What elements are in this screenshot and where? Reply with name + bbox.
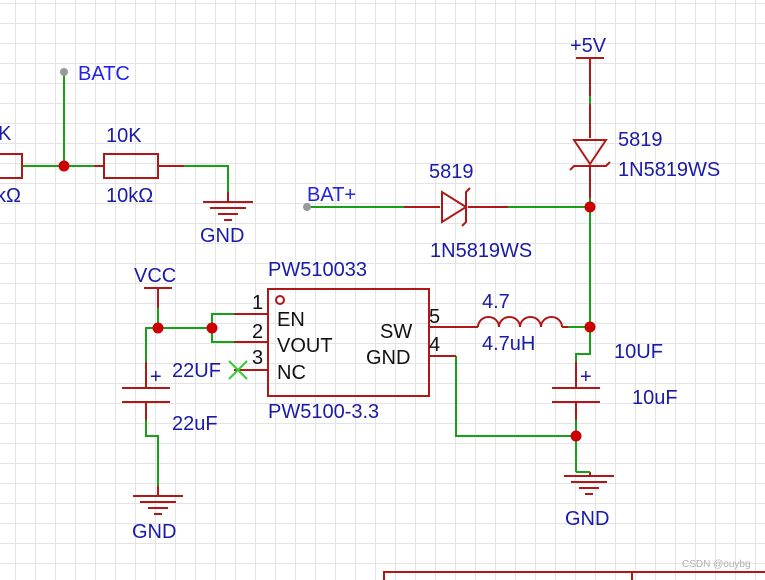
capacitor-22uf: + 22UF 22uF: [122, 360, 221, 435]
cap-left-value: 22uF: [172, 413, 218, 435]
diode-top-value: 1N5819WS: [618, 159, 720, 181]
ic-left-pins: [234, 313, 268, 371]
gnd-label-left: GND: [132, 521, 176, 543]
ic-pin-en-name: EN: [277, 309, 305, 331]
no-connect-marker: [228, 360, 248, 380]
gnd-symbol-right: GND: [564, 471, 614, 530]
resistor-designator: 10K: [106, 125, 142, 147]
inductor-designator: 4.7: [482, 291, 510, 313]
inductor-coils: [477, 316, 563, 328]
wire-cap-right-top: [575, 327, 591, 362]
power-5v-bar: [576, 57, 604, 96]
inductor-value: 4.7uH: [482, 333, 535, 355]
partial-box-edge: [383, 571, 765, 580]
ic-pin-4-number: 4: [429, 334, 440, 356]
watermark: CSDN @ouybg: [682, 559, 751, 570]
net-label-5v: +5V: [570, 35, 607, 57]
ic-pin-1-number: 1: [252, 292, 263, 314]
net-label-bat-plus: BAT+: [307, 184, 356, 206]
resistor-left-body: [0, 153, 23, 179]
resistor-value: 10kΩ: [106, 185, 153, 207]
junction-vcc: [152, 322, 164, 334]
ic-pin-3-number: 3: [252, 347, 263, 369]
ic-right-pins: [429, 326, 468, 357]
gnd-symbol-left: GND: [132, 486, 183, 543]
wire-r-gnd: [184, 165, 229, 192]
gnd-bars: [133, 495, 183, 515]
wire-cap-left-bottom: [145, 420, 159, 486]
inductor: 4.7 4.7uH: [468, 291, 568, 355]
partial-component-bottom: [383, 571, 765, 580]
wire-ic-gnd: [455, 356, 576, 437]
net-label-vcc: VCC: [134, 265, 176, 287]
resistor-left-value: kΩ: [0, 185, 21, 207]
wires: [22, 72, 591, 486]
junctions: [58, 160, 596, 442]
power-vcc-bar: [144, 287, 172, 308]
cap-right-polarity: +: [580, 366, 592, 388]
diode-top-designator: 5819: [618, 129, 663, 151]
diode-mid-value: 1N5819WS: [430, 240, 532, 262]
ic-pin-nc-name: NC: [277, 362, 306, 384]
ic-pin-vout-name: VOUT: [277, 335, 333, 357]
net-batplus-group: BAT+: [303, 184, 356, 211]
resistor-left-designator: K: [0, 123, 12, 145]
diode-mid: 5819 1N5819WS: [404, 161, 532, 262]
ic-pw5100: PW510033 PW5100-3.3 1 EN 2 VOUT 3 NC 5 S…: [234, 259, 468, 423]
ic-part: PW5100-3.3: [268, 401, 379, 423]
power-vcc: VCC: [134, 265, 176, 308]
capacitor-10uf: + 10UF 10uF: [552, 341, 678, 420]
diode-top: 5819 1N5819WS: [569, 104, 720, 198]
power-5v: +5V: [570, 35, 607, 96]
ic-designator: PW510033: [268, 259, 367, 281]
cap-left-designator: 22UF: [172, 360, 221, 382]
junction-en-vout: [206, 322, 218, 334]
diode-mid-cathode: [461, 187, 471, 227]
cap-right-value: 10uF: [632, 387, 678, 409]
gnd-bars: [564, 475, 614, 495]
net-label-batc: BATC: [78, 63, 130, 85]
resistor-left: K kΩ: [0, 123, 23, 207]
gnd-bars: [203, 201, 253, 221]
no-connect-x: [228, 360, 248, 380]
gnd-symbol-r: GND: [200, 192, 253, 247]
gnd-label-r: GND: [200, 225, 244, 247]
net-batc-point: [60, 68, 68, 76]
gnd-label-right: GND: [565, 508, 609, 530]
ic-pin-5-number: 5: [429, 306, 440, 328]
cap-right-plates: [552, 387, 600, 403]
diode-mid-triangle: [441, 190, 468, 224]
cap-right-designator: 10UF: [614, 341, 663, 363]
ic-pin-sw-name: SW: [380, 321, 412, 343]
cap-left-polarity: +: [150, 366, 162, 388]
ic-pin-2-number: 2: [252, 321, 263, 343]
diode-top-cathode: [569, 161, 611, 171]
ic-pin1-marker: [275, 295, 285, 305]
net-batc-group: BATC: [60, 63, 130, 85]
ic-pin-gnd-name: GND: [366, 347, 410, 369]
net-batplus-point: [303, 203, 311, 211]
junction-batc: [58, 160, 70, 172]
junction-ind-node: [584, 321, 596, 333]
diode-mid-designator: 5819: [429, 161, 474, 183]
resistor-10k: 10K 10kΩ: [94, 125, 184, 207]
resistor-body: [103, 153, 159, 179]
cap-left-plates: [122, 387, 170, 403]
junction-gnd-right: [570, 430, 582, 442]
junction-diode-out: [584, 201, 596, 213]
diode-top-triangle: [572, 139, 608, 166]
